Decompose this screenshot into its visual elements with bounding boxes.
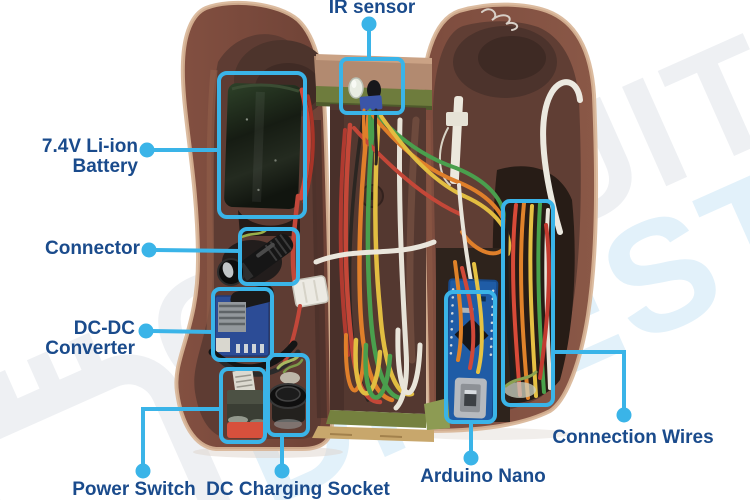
green-floor-sliver bbox=[424, 398, 450, 430]
label-connector: Connector bbox=[10, 239, 140, 259]
label-connection-wires-text: Connection Wires bbox=[552, 427, 714, 448]
jst-connector bbox=[291, 275, 330, 308]
label-arduino-nano-text: Arduino Nano bbox=[420, 466, 546, 487]
label-connection-wires: Connection Wires bbox=[543, 428, 723, 448]
label-power-switch: Power Switch bbox=[44, 480, 224, 500]
left-compartment bbox=[174, 0, 335, 451]
label-dc-charging-socket-text: DC Charging Socket bbox=[206, 479, 390, 500]
label-battery: 7.4V Li-ion Battery bbox=[10, 137, 138, 177]
label-arduino-nano: Arduino Nano bbox=[393, 467, 573, 487]
label-connector-text: Connector bbox=[45, 238, 140, 259]
label-dc-charging-socket: DC Charging Socket bbox=[198, 480, 398, 500]
label-power-switch-text: Power Switch bbox=[72, 479, 196, 500]
label-dcdc-line2: Converter bbox=[45, 338, 135, 359]
white-cable bbox=[540, 79, 583, 235]
label-ir-sensor: IR sensor bbox=[292, 0, 452, 18]
pen-scribble bbox=[481, 8, 519, 31]
label-battery-line2: Battery bbox=[72, 156, 138, 177]
label-dcdc-line1: DC-DC bbox=[73, 318, 135, 339]
zip-tie bbox=[438, 96, 468, 186]
battery bbox=[224, 83, 302, 209]
label-dcdc-converter: DC-DC Converter bbox=[10, 319, 135, 359]
wood-base bbox=[312, 426, 434, 442]
label-battery-line1: 7.4V Li-ion bbox=[41, 136, 138, 157]
label-ir-sensor-text: IR sensor bbox=[328, 0, 416, 18]
